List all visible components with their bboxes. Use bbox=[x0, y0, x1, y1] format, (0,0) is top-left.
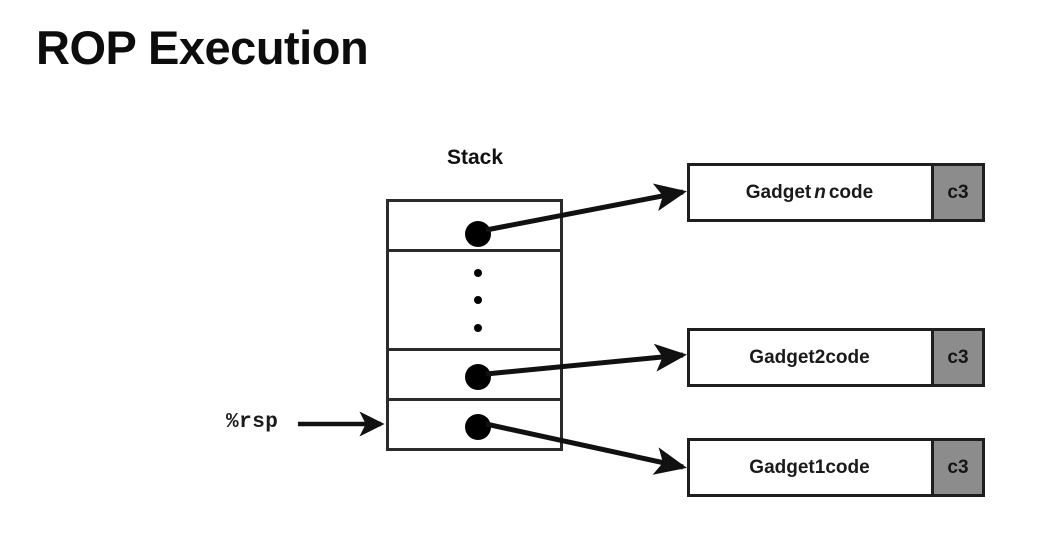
gadget-2-box: Gadget 2 code c3 bbox=[687, 328, 985, 387]
gadget-1-label: Gadget 1 code bbox=[690, 441, 931, 494]
gadget-label-prefix: Gadget bbox=[745, 181, 812, 203]
gadget-label-index: 1 bbox=[814, 456, 826, 478]
vertical-ellipsis-dot bbox=[474, 269, 482, 277]
stack-pointer-dot-gadget-2 bbox=[465, 364, 491, 390]
gadget-n-box: Gadget n code c3 bbox=[687, 163, 985, 222]
stack-divider bbox=[389, 398, 560, 401]
vertical-ellipsis-dot bbox=[474, 324, 482, 332]
ret-opcode-block: c3 bbox=[931, 441, 982, 494]
gadget-label-suffix: code bbox=[828, 181, 874, 203]
gadget-label-index: 2 bbox=[814, 346, 826, 368]
stack-pointer-dot-gadget-n bbox=[465, 221, 491, 247]
stack-label: Stack bbox=[446, 146, 504, 169]
ret-opcode-block: c3 bbox=[931, 166, 982, 219]
gadget-2-label: Gadget 2 code bbox=[690, 331, 931, 384]
vertical-ellipsis-dot bbox=[474, 296, 482, 304]
stack-divider bbox=[389, 348, 560, 351]
rsp-register-label: %rsp bbox=[226, 411, 279, 434]
stack-diagram bbox=[386, 199, 563, 451]
ret-opcode-block: c3 bbox=[931, 331, 982, 384]
gadget-label-prefix: Gadget bbox=[749, 456, 815, 478]
gadget-label-suffix: code bbox=[825, 456, 870, 478]
gadget-n-label: Gadget n code bbox=[690, 166, 931, 219]
gadget-label-suffix: code bbox=[825, 346, 870, 368]
gadget-label-prefix: Gadget bbox=[749, 346, 815, 368]
gadget-1-box: Gadget 1 code c3 bbox=[687, 438, 985, 497]
page-title: ROP Execution bbox=[36, 21, 369, 74]
stack-divider bbox=[389, 249, 560, 252]
gadget-label-index: n bbox=[814, 181, 826, 203]
stack-pointer-dot-gadget-1 bbox=[465, 414, 491, 440]
